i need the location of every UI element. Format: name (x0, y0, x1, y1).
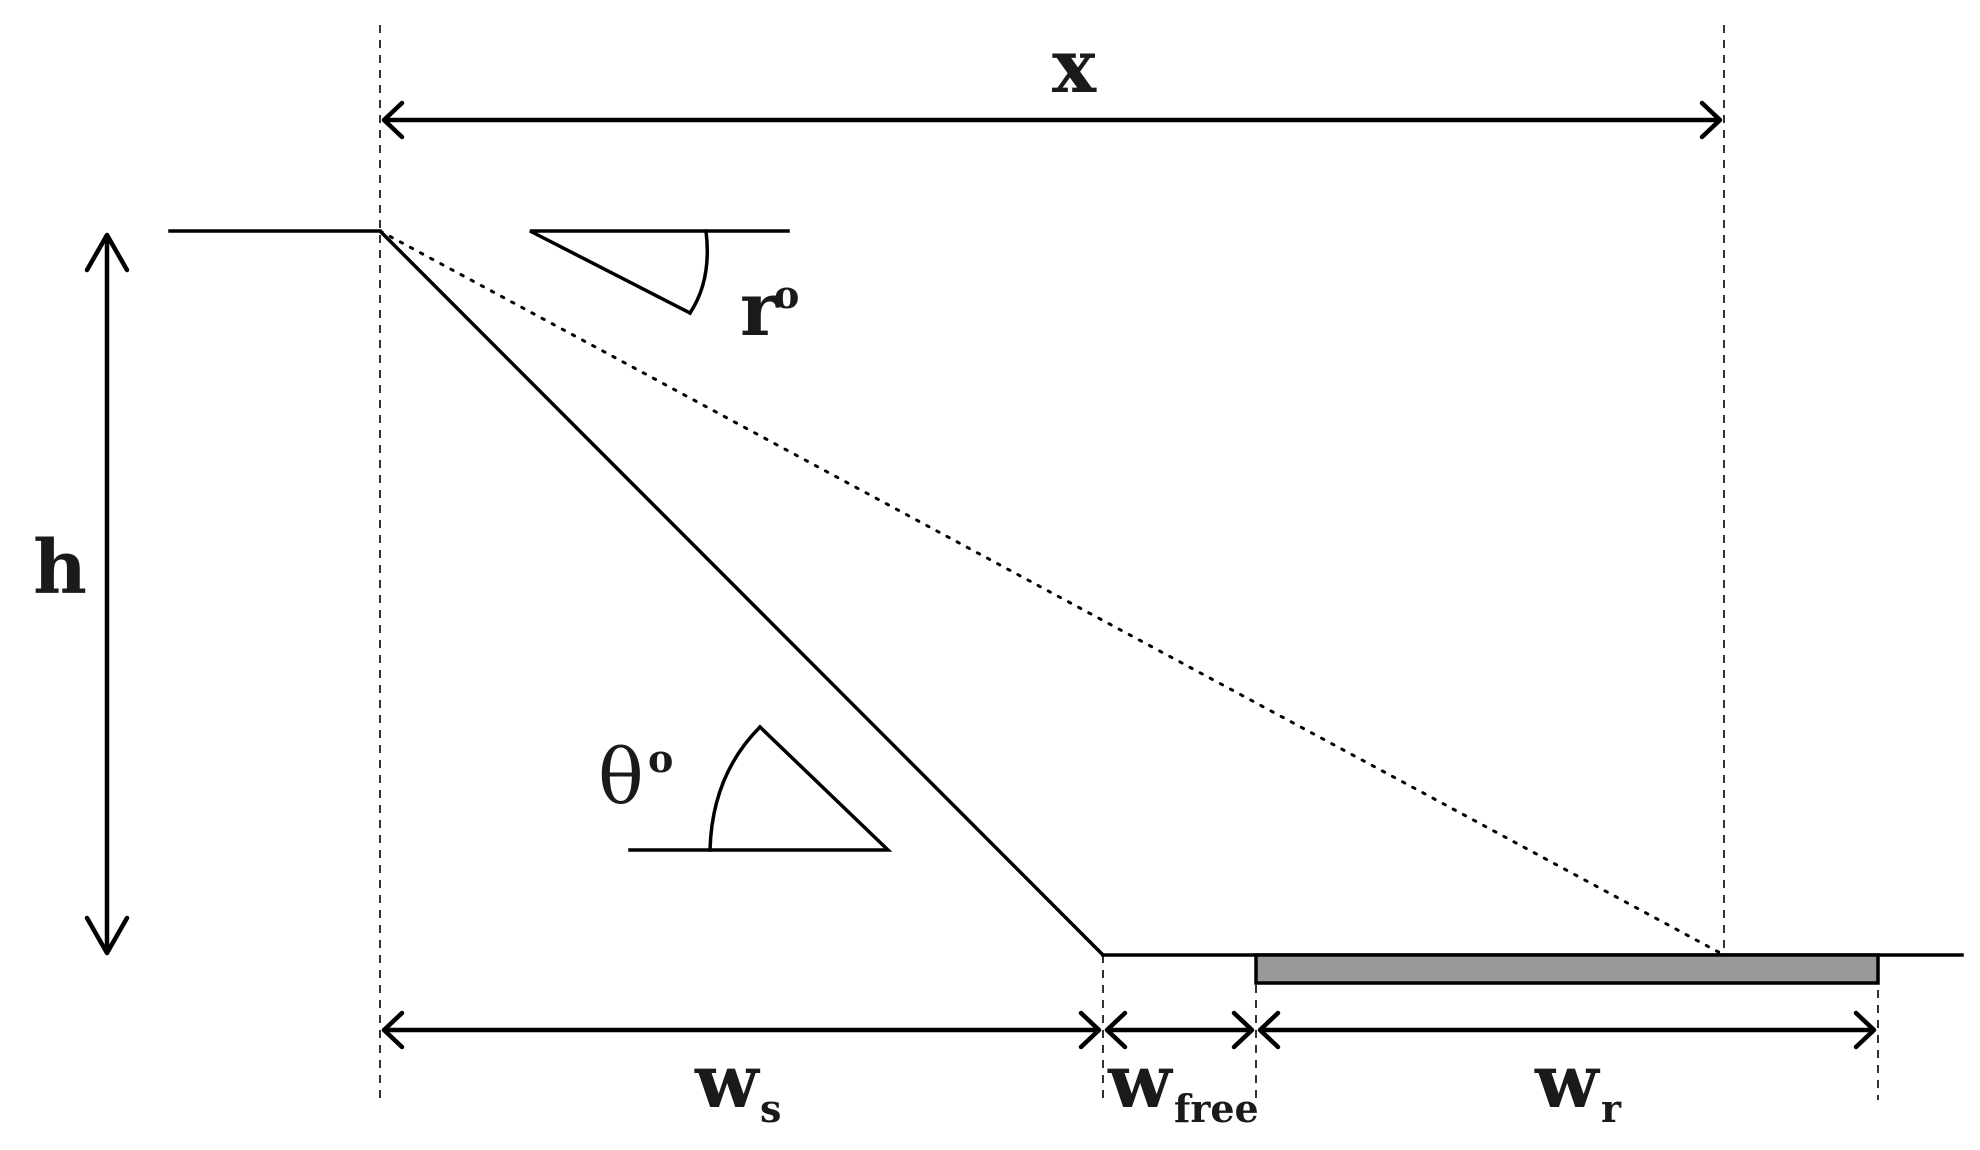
ws-dimension-arrow-right (1078, 1010, 1102, 1050)
reach-angle-degree: o (774, 272, 799, 317)
reach-angle-line (378, 229, 1726, 957)
reach-angle-label: r (740, 267, 780, 353)
slope-angle-arc (708, 724, 763, 852)
reach-angle-symbol (529, 229, 790, 316)
slope-angle-label: θ (598, 732, 644, 821)
slope-face-line (378, 229, 1105, 957)
runout-deposit-bar (1254, 953, 1880, 985)
x-dimension-arrow-right (1699, 100, 1723, 140)
wr-subscript: r (1601, 1086, 1622, 1131)
wfree-subscript: free (1174, 1086, 1259, 1131)
h-label: h (33, 525, 87, 611)
wfree-dimension-arrow-right (1231, 1010, 1255, 1050)
slope-angle-degree: o (648, 736, 673, 781)
h-dimension-arrow-top (84, 232, 130, 273)
wfree-dimension-arrow-left (1104, 1010, 1128, 1050)
wr-dimension-arrow-right (1853, 1010, 1877, 1050)
slope-angle-symbol (628, 724, 893, 852)
ws-subscript: s (760, 1086, 781, 1131)
ws-dimension-arrow-left (381, 1010, 405, 1050)
reach-angle-arc (687, 229, 710, 316)
x-label: x (1052, 24, 1097, 110)
wfree-label: w (1107, 1039, 1174, 1125)
x-dimension-arrow-left (381, 100, 405, 140)
h-dimension-arrow-bottom (84, 915, 130, 956)
wr-label: w (1534, 1039, 1601, 1125)
ws-label: w (694, 1039, 761, 1125)
wr-dimension-arrow-left (1257, 1010, 1281, 1050)
